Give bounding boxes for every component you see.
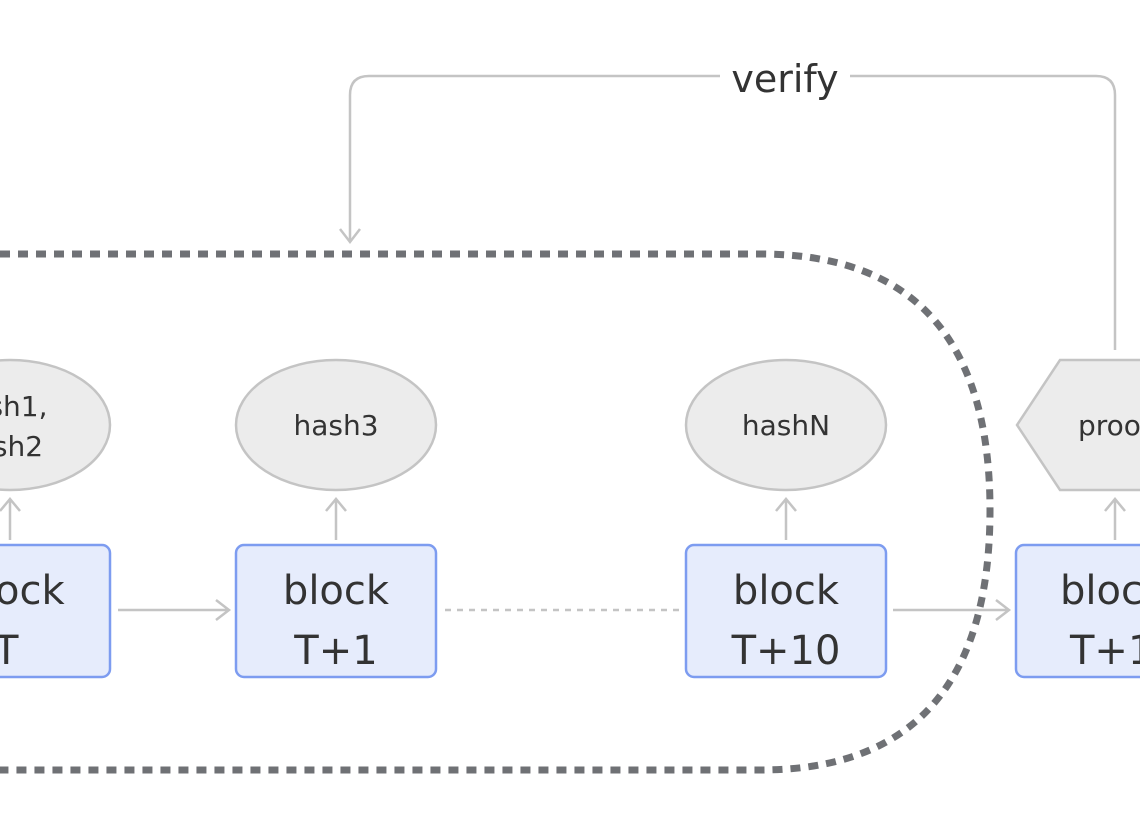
block-label: block — [283, 568, 390, 614]
chain-arrow — [893, 599, 1012, 621]
block-label: T — [0, 628, 19, 674]
block-node: block T+10 — [684, 543, 888, 679]
hash-node: hash3 — [234, 358, 438, 492]
block-label: bloc — [1060, 568, 1140, 614]
verify-label: verify — [731, 57, 838, 101]
block-label: T+10 — [731, 628, 841, 674]
hash-arrow — [0, 497, 21, 540]
block-label: block — [733, 568, 840, 614]
hash-label: sh1, — [0, 390, 48, 423]
block-label: ock — [0, 568, 65, 614]
block-node: bloc T+1 — [1014, 543, 1140, 679]
hash-arrow — [775, 497, 797, 540]
hash-label: sh2 — [0, 430, 43, 463]
hash-node: sh1, sh2 — [0, 358, 112, 492]
proof-arrow — [1104, 497, 1126, 540]
proof-label: proo — [1078, 409, 1140, 442]
hash-label: hashN — [742, 409, 830, 442]
block-node: ock T — [0, 543, 112, 679]
proof-node: proo — [1015, 358, 1140, 492]
block-node: block T+1 — [234, 543, 438, 679]
verify-connector — [348, 74, 1117, 350]
chain-arrow — [118, 599, 232, 621]
block-label: T+1 — [293, 628, 377, 674]
block-label: T+1 — [1069, 628, 1140, 674]
hash-label: hash3 — [293, 409, 378, 442]
sliding-window-boundary — [0, 250, 994, 774]
hash-arrow — [325, 497, 347, 540]
verify-arrowhead — [339, 228, 361, 245]
hash-node: hashN — [684, 358, 888, 492]
